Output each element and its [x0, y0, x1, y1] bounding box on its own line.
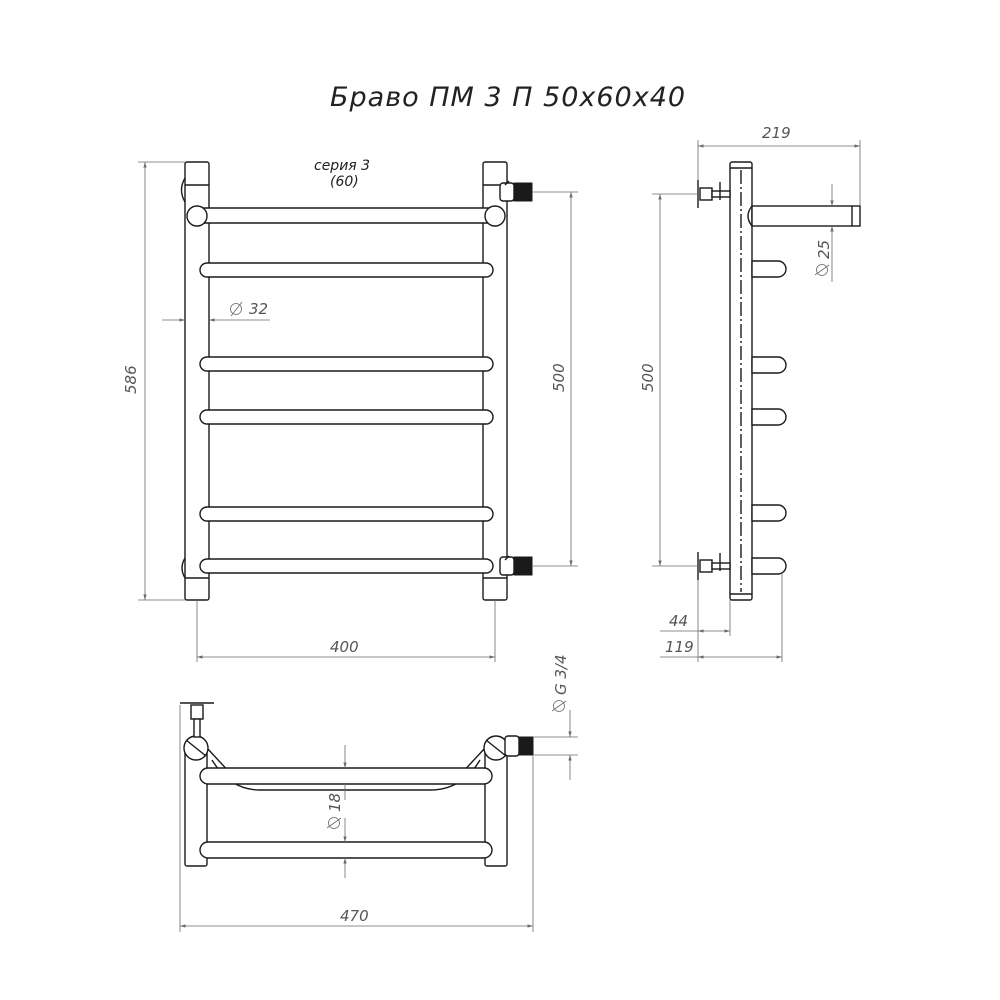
- front-top-bar: [194, 207, 498, 224]
- top-view-valve: [190, 704, 204, 720]
- dim-shelf-bar-diameter: 18: [326, 745, 347, 878]
- dim-side-bar-diameter-label: 25: [815, 240, 833, 259]
- dim-height-total: 586: [122, 161, 185, 601]
- top-rail-front: [199, 767, 493, 785]
- dim-thread-label: G 3/4: [552, 654, 570, 695]
- side-rail-stub-3: [751, 408, 787, 426]
- side-top-valve: [699, 187, 713, 201]
- dim-depth-total: 219: [697, 124, 861, 206]
- top-view: [180, 702, 534, 867]
- side-bottom-valve: [699, 559, 713, 573]
- front-right-post: [482, 161, 508, 601]
- side-rail-stub-2: [751, 356, 787, 374]
- series-width-label: (60): [330, 174, 359, 190]
- dim-offsets: 44 119: [660, 574, 783, 662]
- front-bottom-connector-nut: [499, 556, 515, 576]
- dim-height-total-label: 586: [122, 365, 140, 394]
- front-rail-2: [199, 356, 494, 372]
- side-rail-stub-1: [751, 260, 787, 278]
- dim-side-bar-diameter: 25: [814, 184, 834, 282]
- dim-depth-total-label: 219: [762, 124, 791, 142]
- side-rail-stub-4: [751, 504, 787, 522]
- front-left-post: [184, 161, 210, 601]
- dim-pipe-diameter-label: 32: [249, 300, 268, 318]
- dim-thread: G 3/4: [533, 654, 578, 780]
- series-label: серия 3: [314, 158, 370, 174]
- dim-width-front: 400: [196, 600, 496, 662]
- dim-offset-119-label: 119: [665, 638, 694, 656]
- dim-connection-side: 500: [639, 193, 698, 567]
- dim-width-front-label: 400: [330, 638, 359, 656]
- dim-connection-side-label: 500: [639, 363, 657, 392]
- front-rail-3: [199, 409, 494, 425]
- side-view: [697, 161, 861, 601]
- dim-pipe-diameter: 32: [162, 300, 270, 322]
- front-view: [180, 161, 533, 601]
- dim-connection-front-label: 500: [550, 363, 568, 392]
- dim-shelf-bar-diameter-label: 18: [326, 793, 344, 812]
- top-view-connector-nut: [504, 735, 520, 757]
- dim-width-top-label: 470: [340, 907, 369, 925]
- front-rail-5: [199, 558, 494, 574]
- top-view-connector-thread: [518, 736, 534, 756]
- drawing-title: Браво ПМ 3 П 50x60x40: [330, 82, 686, 113]
- front-bottom-connector-thread: [513, 556, 533, 576]
- front-top-connector-nut: [499, 182, 515, 202]
- dim-offset-44-label: 44: [669, 612, 688, 630]
- side-rail-stub-5: [751, 557, 787, 575]
- side-top-bar: [751, 205, 861, 227]
- top-rail-back: [199, 841, 493, 859]
- front-rail-1: [199, 262, 494, 278]
- front-top-connector-thread: [513, 182, 533, 202]
- dim-width-top: 470: [179, 705, 534, 932]
- front-rail-4: [199, 506, 494, 522]
- dim-connection-front: 500: [532, 191, 578, 567]
